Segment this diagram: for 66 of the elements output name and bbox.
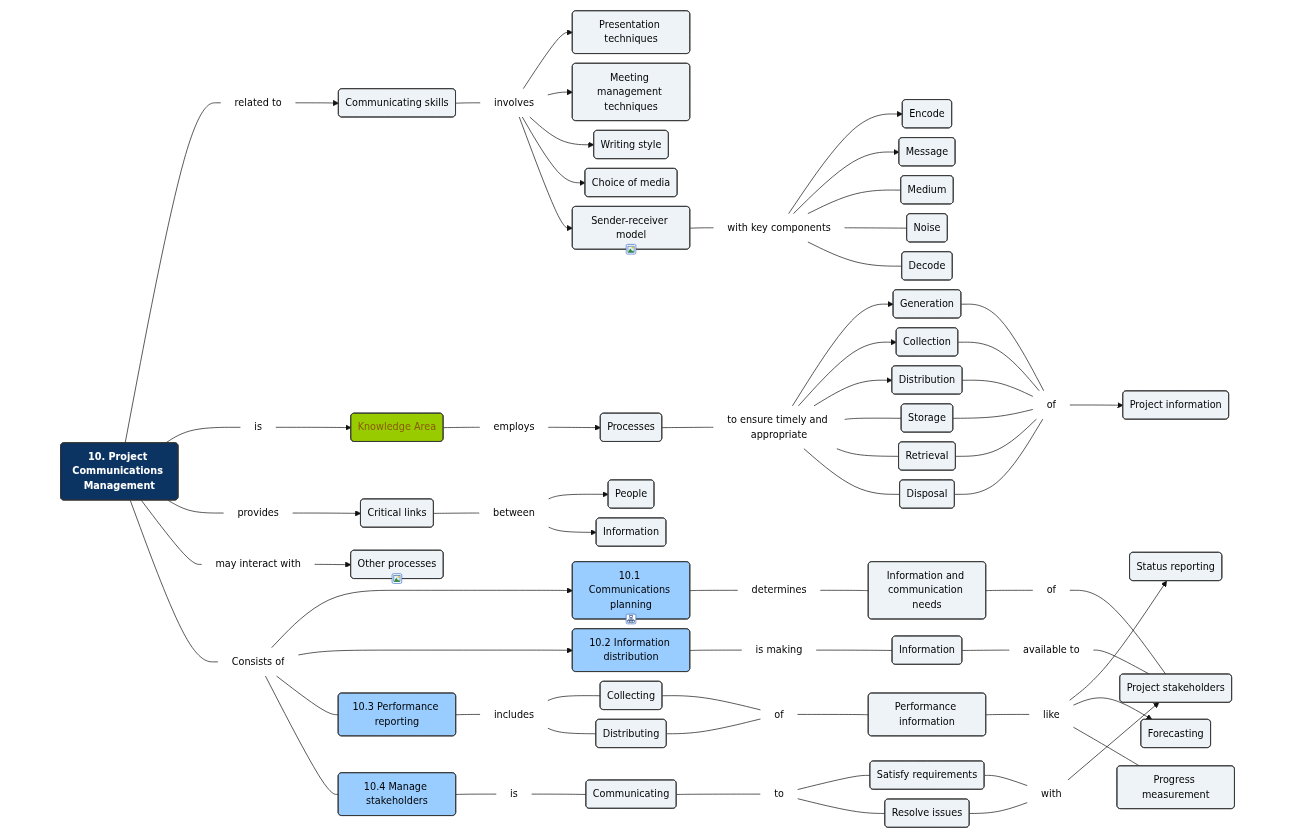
connector bbox=[957, 341, 1040, 392]
node-text: includes bbox=[493, 708, 535, 720]
node-text: to ensure timely and appropriate bbox=[727, 414, 828, 440]
node-text: of bbox=[1046, 399, 1056, 411]
connector bbox=[984, 775, 1028, 786]
connector bbox=[962, 379, 1034, 397]
connector bbox=[265, 675, 339, 795]
node-text: to bbox=[774, 788, 784, 800]
node-text: of bbox=[1046, 584, 1056, 596]
connector bbox=[455, 102, 481, 104]
node-text: with bbox=[1041, 788, 1062, 800]
connector bbox=[689, 589, 739, 591]
node-text: may interact with bbox=[215, 558, 301, 570]
node-text: determines bbox=[751, 584, 807, 596]
connector bbox=[969, 802, 1028, 814]
connector bbox=[443, 426, 481, 428]
node-text: Consists of bbox=[231, 656, 285, 668]
connector bbox=[141, 500, 202, 565]
connector bbox=[952, 409, 1034, 419]
connector bbox=[661, 426, 714, 428]
connector bbox=[676, 793, 761, 795]
connector bbox=[797, 798, 886, 814]
connector bbox=[531, 793, 587, 795]
connector bbox=[129, 500, 219, 663]
connector bbox=[797, 775, 871, 790]
node-text: between bbox=[493, 507, 535, 519]
connector bbox=[433, 512, 480, 514]
connector bbox=[662, 695, 761, 711]
connector bbox=[960, 303, 1045, 392]
node-text: involves bbox=[494, 96, 534, 109]
node-text: is bbox=[510, 788, 518, 800]
connector bbox=[819, 589, 869, 591]
node-text: related to bbox=[234, 96, 282, 109]
connector bbox=[807, 189, 902, 214]
connector bbox=[836, 448, 900, 457]
connector bbox=[455, 714, 481, 716]
connector bbox=[167, 500, 224, 514]
connector bbox=[1069, 589, 1167, 675]
node-text: with key components bbox=[727, 221, 831, 233]
node-text: provides bbox=[237, 507, 279, 519]
connector bbox=[666, 718, 761, 735]
node-text: employs bbox=[493, 421, 535, 433]
node-text: is making bbox=[755, 644, 803, 656]
connector bbox=[844, 417, 902, 420]
connector bbox=[276, 675, 339, 716]
node-text: of bbox=[774, 708, 784, 720]
connector bbox=[689, 649, 743, 651]
connector bbox=[165, 426, 241, 444]
connector bbox=[455, 793, 497, 795]
connector bbox=[797, 714, 869, 716]
connector bbox=[844, 227, 908, 229]
connector bbox=[124, 102, 222, 444]
connector bbox=[955, 418, 1037, 457]
node-text: is bbox=[254, 421, 262, 433]
node-text: available to bbox=[1023, 644, 1080, 656]
connector bbox=[547, 695, 601, 701]
connector bbox=[985, 589, 1034, 591]
connector bbox=[547, 727, 597, 735]
node-text: like bbox=[1043, 708, 1060, 720]
connector bbox=[815, 649, 893, 651]
connector bbox=[985, 714, 1030, 716]
connector bbox=[689, 227, 714, 229]
connector bbox=[807, 241, 903, 267]
connector bbox=[954, 418, 1044, 495]
connector bbox=[961, 649, 1010, 651]
connector bbox=[803, 448, 901, 495]
